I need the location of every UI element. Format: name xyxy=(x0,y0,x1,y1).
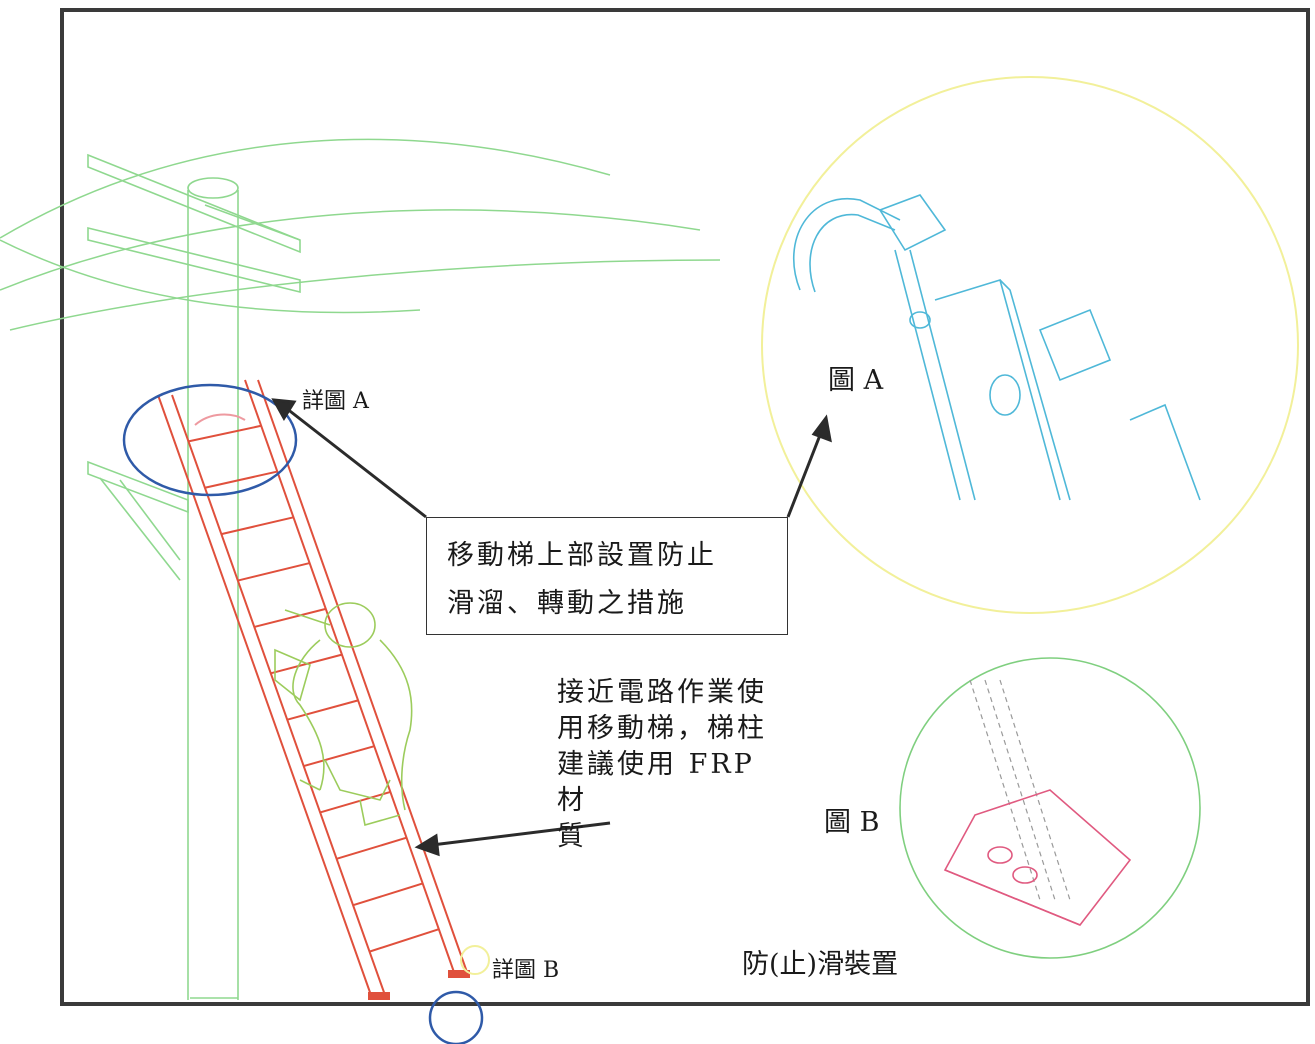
ladder-rung xyxy=(221,516,294,536)
figure-a-label: 圖 A xyxy=(828,365,884,396)
detail-a-label: 詳圖 A xyxy=(302,389,369,414)
diagram-frame xyxy=(60,8,1310,1006)
anti-slip-foot xyxy=(943,789,1132,926)
figure-a-drawing xyxy=(792,194,1201,501)
ladder-rung xyxy=(336,836,407,860)
note-line-1: 接近電路作業使 xyxy=(557,677,767,708)
detail-b-label: 詳圖 B xyxy=(492,958,560,983)
arrows xyxy=(271,398,832,857)
figure-a-circle xyxy=(761,76,1299,614)
ladder-rung xyxy=(204,470,278,489)
figure-b-label: 圖 B xyxy=(824,807,880,838)
detail-b-marker xyxy=(428,990,484,1044)
ladder-feet xyxy=(368,970,470,1000)
detail-a-marker xyxy=(122,383,298,497)
callout-line-2: 滑溜、轉動之措施 xyxy=(447,588,687,619)
ladder-rung xyxy=(352,882,423,907)
ladder-rungs xyxy=(188,424,440,953)
worker-figure xyxy=(274,602,413,827)
ladder-rung xyxy=(237,562,310,582)
callout-box: 移動梯上部設置防止 滑溜、轉動之措施 xyxy=(426,517,788,635)
note-line-4: 質 xyxy=(557,821,587,852)
figure-b-circle xyxy=(899,657,1201,959)
ladder-rung xyxy=(319,790,391,814)
ladder-rung xyxy=(303,745,375,768)
frp-note: 接近電路作業使 用移動梯，梯柱 建議使用 FRP 材 質 xyxy=(557,675,789,855)
ladder-rung xyxy=(369,928,440,953)
ladder-rung xyxy=(188,424,262,443)
callout-line-1: 移動梯上部設置防止 xyxy=(447,540,717,571)
power-lines xyxy=(0,138,721,331)
utility-pole xyxy=(87,153,301,1000)
ladder xyxy=(157,379,469,999)
note-line-2: 用移動梯，梯柱 xyxy=(557,713,767,744)
anti-slip-device-label: 防(止)滑裝置 xyxy=(742,949,899,980)
ladder-rung xyxy=(286,699,359,721)
figure-b-drawing xyxy=(969,679,1071,901)
ladder-rung xyxy=(254,607,327,628)
note-line-3: 建議使用 FRP 材 xyxy=(557,749,755,816)
